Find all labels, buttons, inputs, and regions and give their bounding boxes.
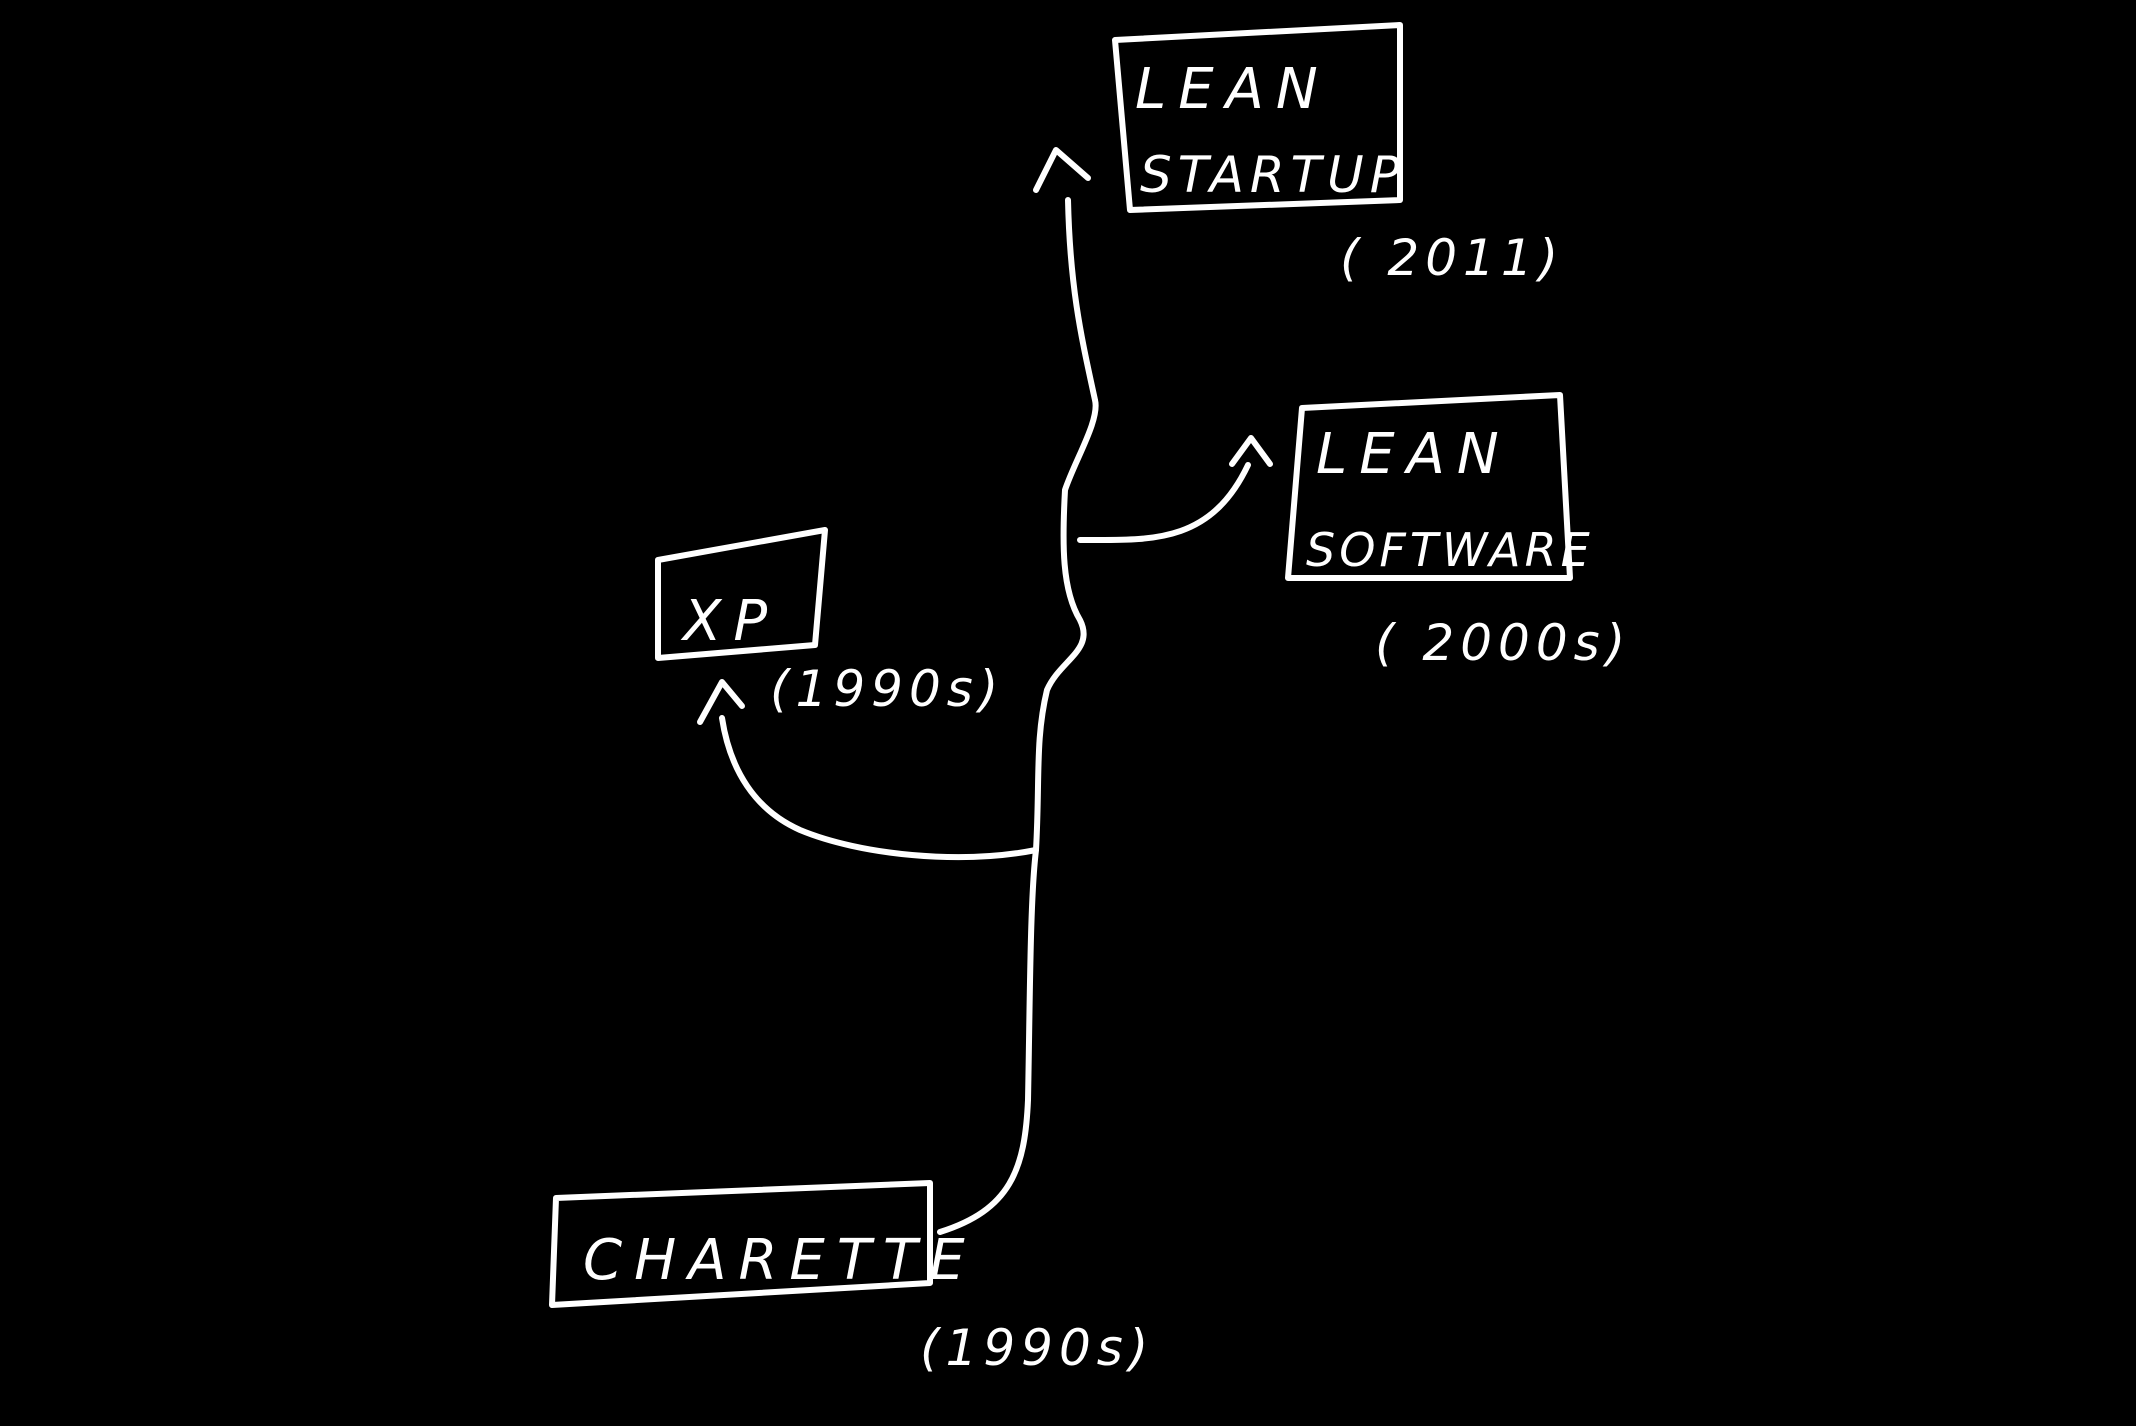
arrowhead-to-lean-startup	[1033, 147, 1091, 193]
node-lean-startup-label-line-2: STARTUP	[1140, 146, 1406, 204]
node-charette: CHARETTE (1990s)	[549, 1180, 1154, 1377]
arrowhead-to-lean-software	[1229, 435, 1273, 467]
node-lean-startup-date: ( 2011)	[1340, 229, 1564, 287]
lean-software-branch-connector	[1077, 462, 1251, 544]
node-xp-label: XP	[680, 589, 779, 654]
node-lean-software-label-line-1: LEAN	[1316, 422, 1511, 487]
node-lean-startup-box	[1112, 22, 1403, 213]
trunk-connector	[937, 197, 1099, 1235]
arrowhead-to-xp	[697, 679, 745, 725]
node-lean-startup: LEAN STARTUP ( 2011)	[1112, 22, 1564, 287]
node-xp: XP (1990s)	[655, 527, 1004, 718]
node-lean-software-box	[1285, 392, 1573, 581]
node-charette-label: CHARETTE	[583, 1228, 977, 1293]
node-lean-software-date: ( 2000s)	[1375, 614, 1631, 672]
node-charette-box	[549, 1180, 933, 1308]
node-xp-date: (1990s)	[770, 660, 1004, 718]
node-lean-software-label-line-2: SOFTWARE	[1306, 523, 1594, 577]
node-lean-software: LEAN SOFTWARE ( 2000s)	[1285, 392, 1631, 672]
node-charette-date: (1990s)	[920, 1319, 1154, 1377]
node-lean-startup-label-line-1: LEAN	[1135, 57, 1330, 122]
xp-branch-connector	[719, 715, 1039, 861]
node-xp-box	[655, 527, 828, 661]
